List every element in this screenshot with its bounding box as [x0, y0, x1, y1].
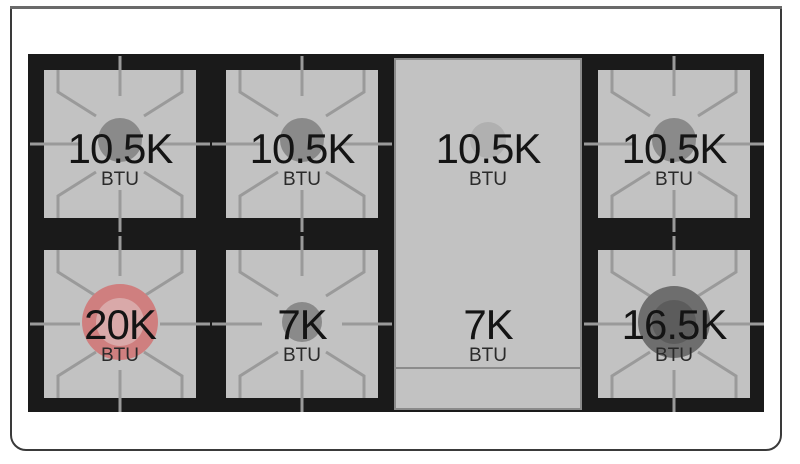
burner-label-rear-mid: 7K BTU — [227, 304, 377, 366]
burner-value: 16.5K — [621, 301, 728, 348]
burner-top-mid — [280, 118, 324, 162]
burner-center-top — [470, 122, 506, 158]
burner-label-center-top: 10.5K BTU — [413, 128, 563, 190]
range-top-rail — [10, 6, 782, 9]
burner-bottom-left — [96, 298, 144, 346]
burner-value: 10.5K — [249, 125, 356, 172]
burner-label-rear-right: 16.5K BTU — [599, 304, 749, 366]
burner-top-left — [98, 118, 142, 162]
burner-label-front-right: 10.5K BTU — [599, 128, 749, 190]
burner-bottom-right — [652, 300, 696, 344]
burner-unit: BTU — [469, 169, 507, 190]
burner-unit: BTU — [101, 345, 139, 366]
burner-label-front-mid: 10.5K BTU — [227, 128, 377, 190]
burner-value: 10.5K — [67, 125, 174, 172]
burner-value: 20K — [84, 301, 157, 348]
burner-value: 7K — [277, 301, 327, 348]
burner-label-center-bottom: 7K BTU — [413, 304, 563, 366]
burner-top-right — [652, 118, 696, 162]
burner-unit: BTU — [655, 169, 693, 190]
burner-label-rear-left: 20K BTU — [45, 304, 195, 366]
burner-unit: BTU — [283, 169, 321, 190]
burner-value: 7K — [463, 301, 513, 348]
grate-fingers — [30, 56, 764, 412]
center-griddle — [394, 58, 582, 410]
griddle-groove — [394, 367, 582, 369]
burner-value: 10.5K — [621, 125, 728, 172]
burner-unit: BTU — [283, 345, 321, 366]
burner-label-front-left: 10.5K BTU — [45, 128, 195, 190]
burner-unit: BTU — [655, 345, 693, 366]
burner-bottom-mid — [282, 302, 322, 342]
burner-value: 10.5K — [435, 125, 542, 172]
burner-unit: BTU — [101, 169, 139, 190]
burner-unit: BTU — [469, 345, 507, 366]
